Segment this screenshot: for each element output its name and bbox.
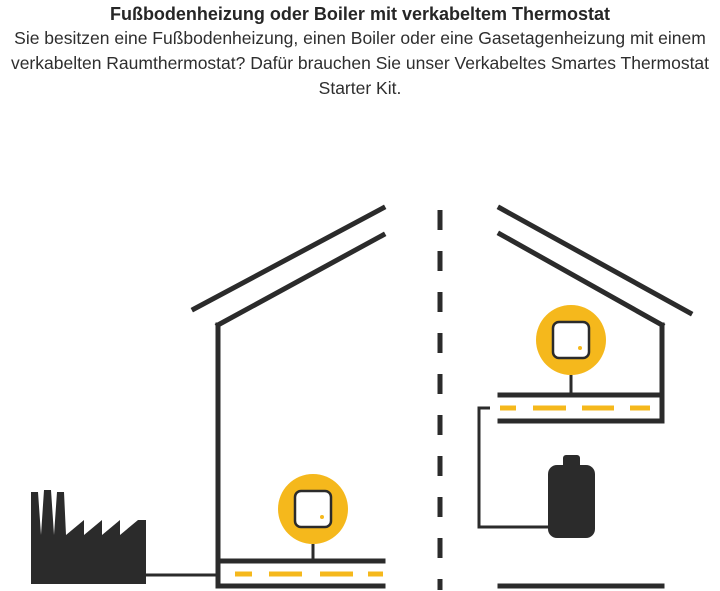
page-description: Sie besitzen eine Fußbodenheizung, einen…	[10, 28, 710, 98]
right-house	[496, 204, 694, 589]
left-house-roof-outer	[190, 204, 387, 313]
left-house	[190, 204, 387, 589]
right-thermostat-icon	[536, 305, 606, 395]
left-thermostat-icon	[278, 474, 348, 561]
right-house-roof-inner	[496, 230, 666, 329]
boiler-cable	[477, 406, 548, 529]
page-title: Fußbodenheizung oder Boiler mit verkabel…	[109, 4, 611, 24]
boiler-icon	[548, 455, 595, 538]
left-house-roof-inner	[214, 231, 387, 329]
factory-icon	[31, 490, 218, 584]
header: Fußbodenheizung oder Boiler mit verkabel…	[0, 0, 720, 101]
right-house-roof-outer	[496, 204, 694, 317]
